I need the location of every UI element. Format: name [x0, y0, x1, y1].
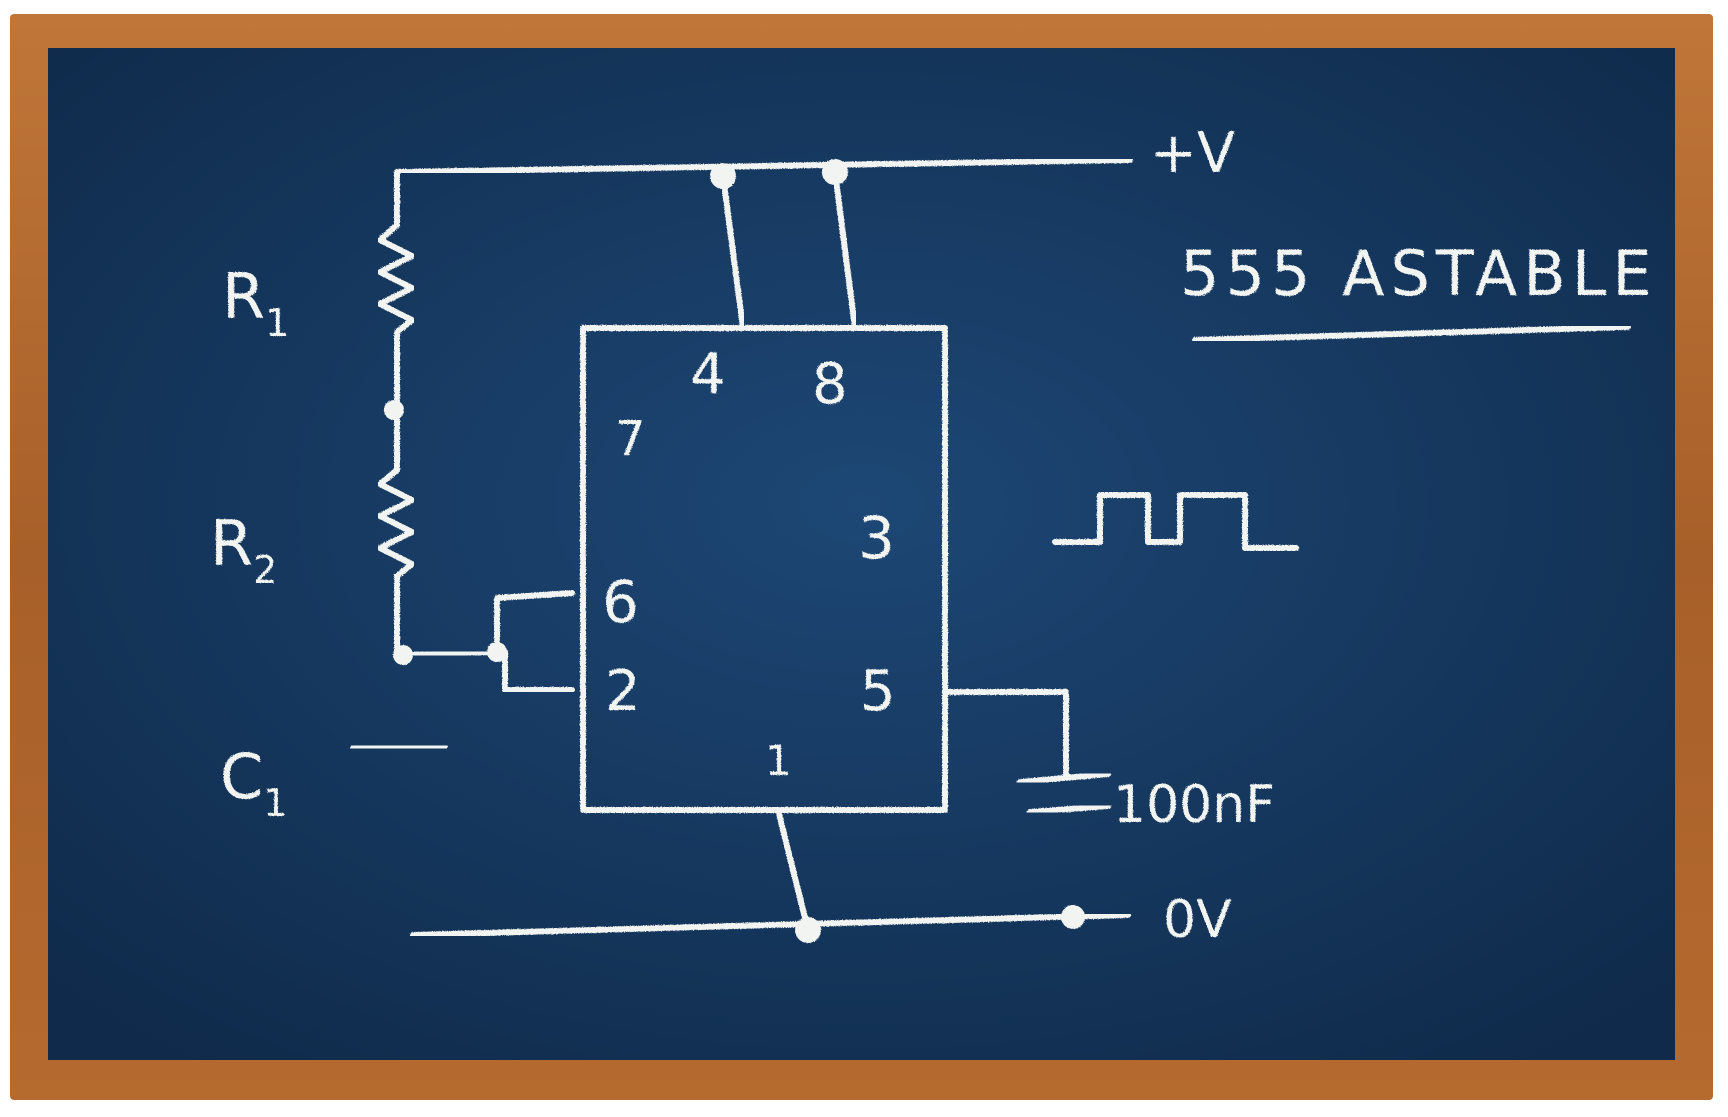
- chalkboard-surface: [48, 48, 1675, 1060]
- wire-pin4: [720, 173, 746, 331]
- pin-6-label: 6: [602, 568, 639, 636]
- ic-555-body: [580, 325, 948, 813]
- pin-4-label: 4: [690, 342, 726, 407]
- ground-label: 0V: [1163, 890, 1232, 950]
- ground-rail: [410, 912, 1131, 938]
- pin-7-label: 7: [615, 411, 646, 467]
- wire-to-trigger: [400, 649, 498, 658]
- pin-2-label: 2: [605, 659, 641, 724]
- capacitor-100nf-plate-top: [1017, 771, 1111, 785]
- resistor-r2: [377, 407, 415, 655]
- capacitor-c1-plate-top: [350, 743, 448, 751]
- wire-pin2: [502, 649, 575, 693]
- pin-5-label: 5: [860, 659, 896, 724]
- wire-pin1: [775, 807, 811, 933]
- supply-label: +V: [1150, 121, 1235, 186]
- wire-pin5: [942, 689, 1069, 778]
- square-wave-icon: [1052, 492, 1299, 551]
- pin-1-label: 1: [765, 736, 792, 785]
- control-cap-label: 100nF: [1113, 775, 1275, 835]
- wire-ground-tail: [1070, 913, 1128, 920]
- wire-pin8: [832, 169, 858, 331]
- resistor-r1: [377, 169, 415, 411]
- pin-3-label: 3: [858, 504, 895, 572]
- supply-rail: [394, 157, 1133, 175]
- pin-8-label: 8: [812, 352, 848, 417]
- wire-pin6: [494, 590, 575, 655]
- title-underline: [1192, 324, 1631, 343]
- diagram-title: 555 ASTABLE: [1180, 237, 1658, 310]
- capacitor-100nf-plate-bottom: [1027, 803, 1111, 815]
